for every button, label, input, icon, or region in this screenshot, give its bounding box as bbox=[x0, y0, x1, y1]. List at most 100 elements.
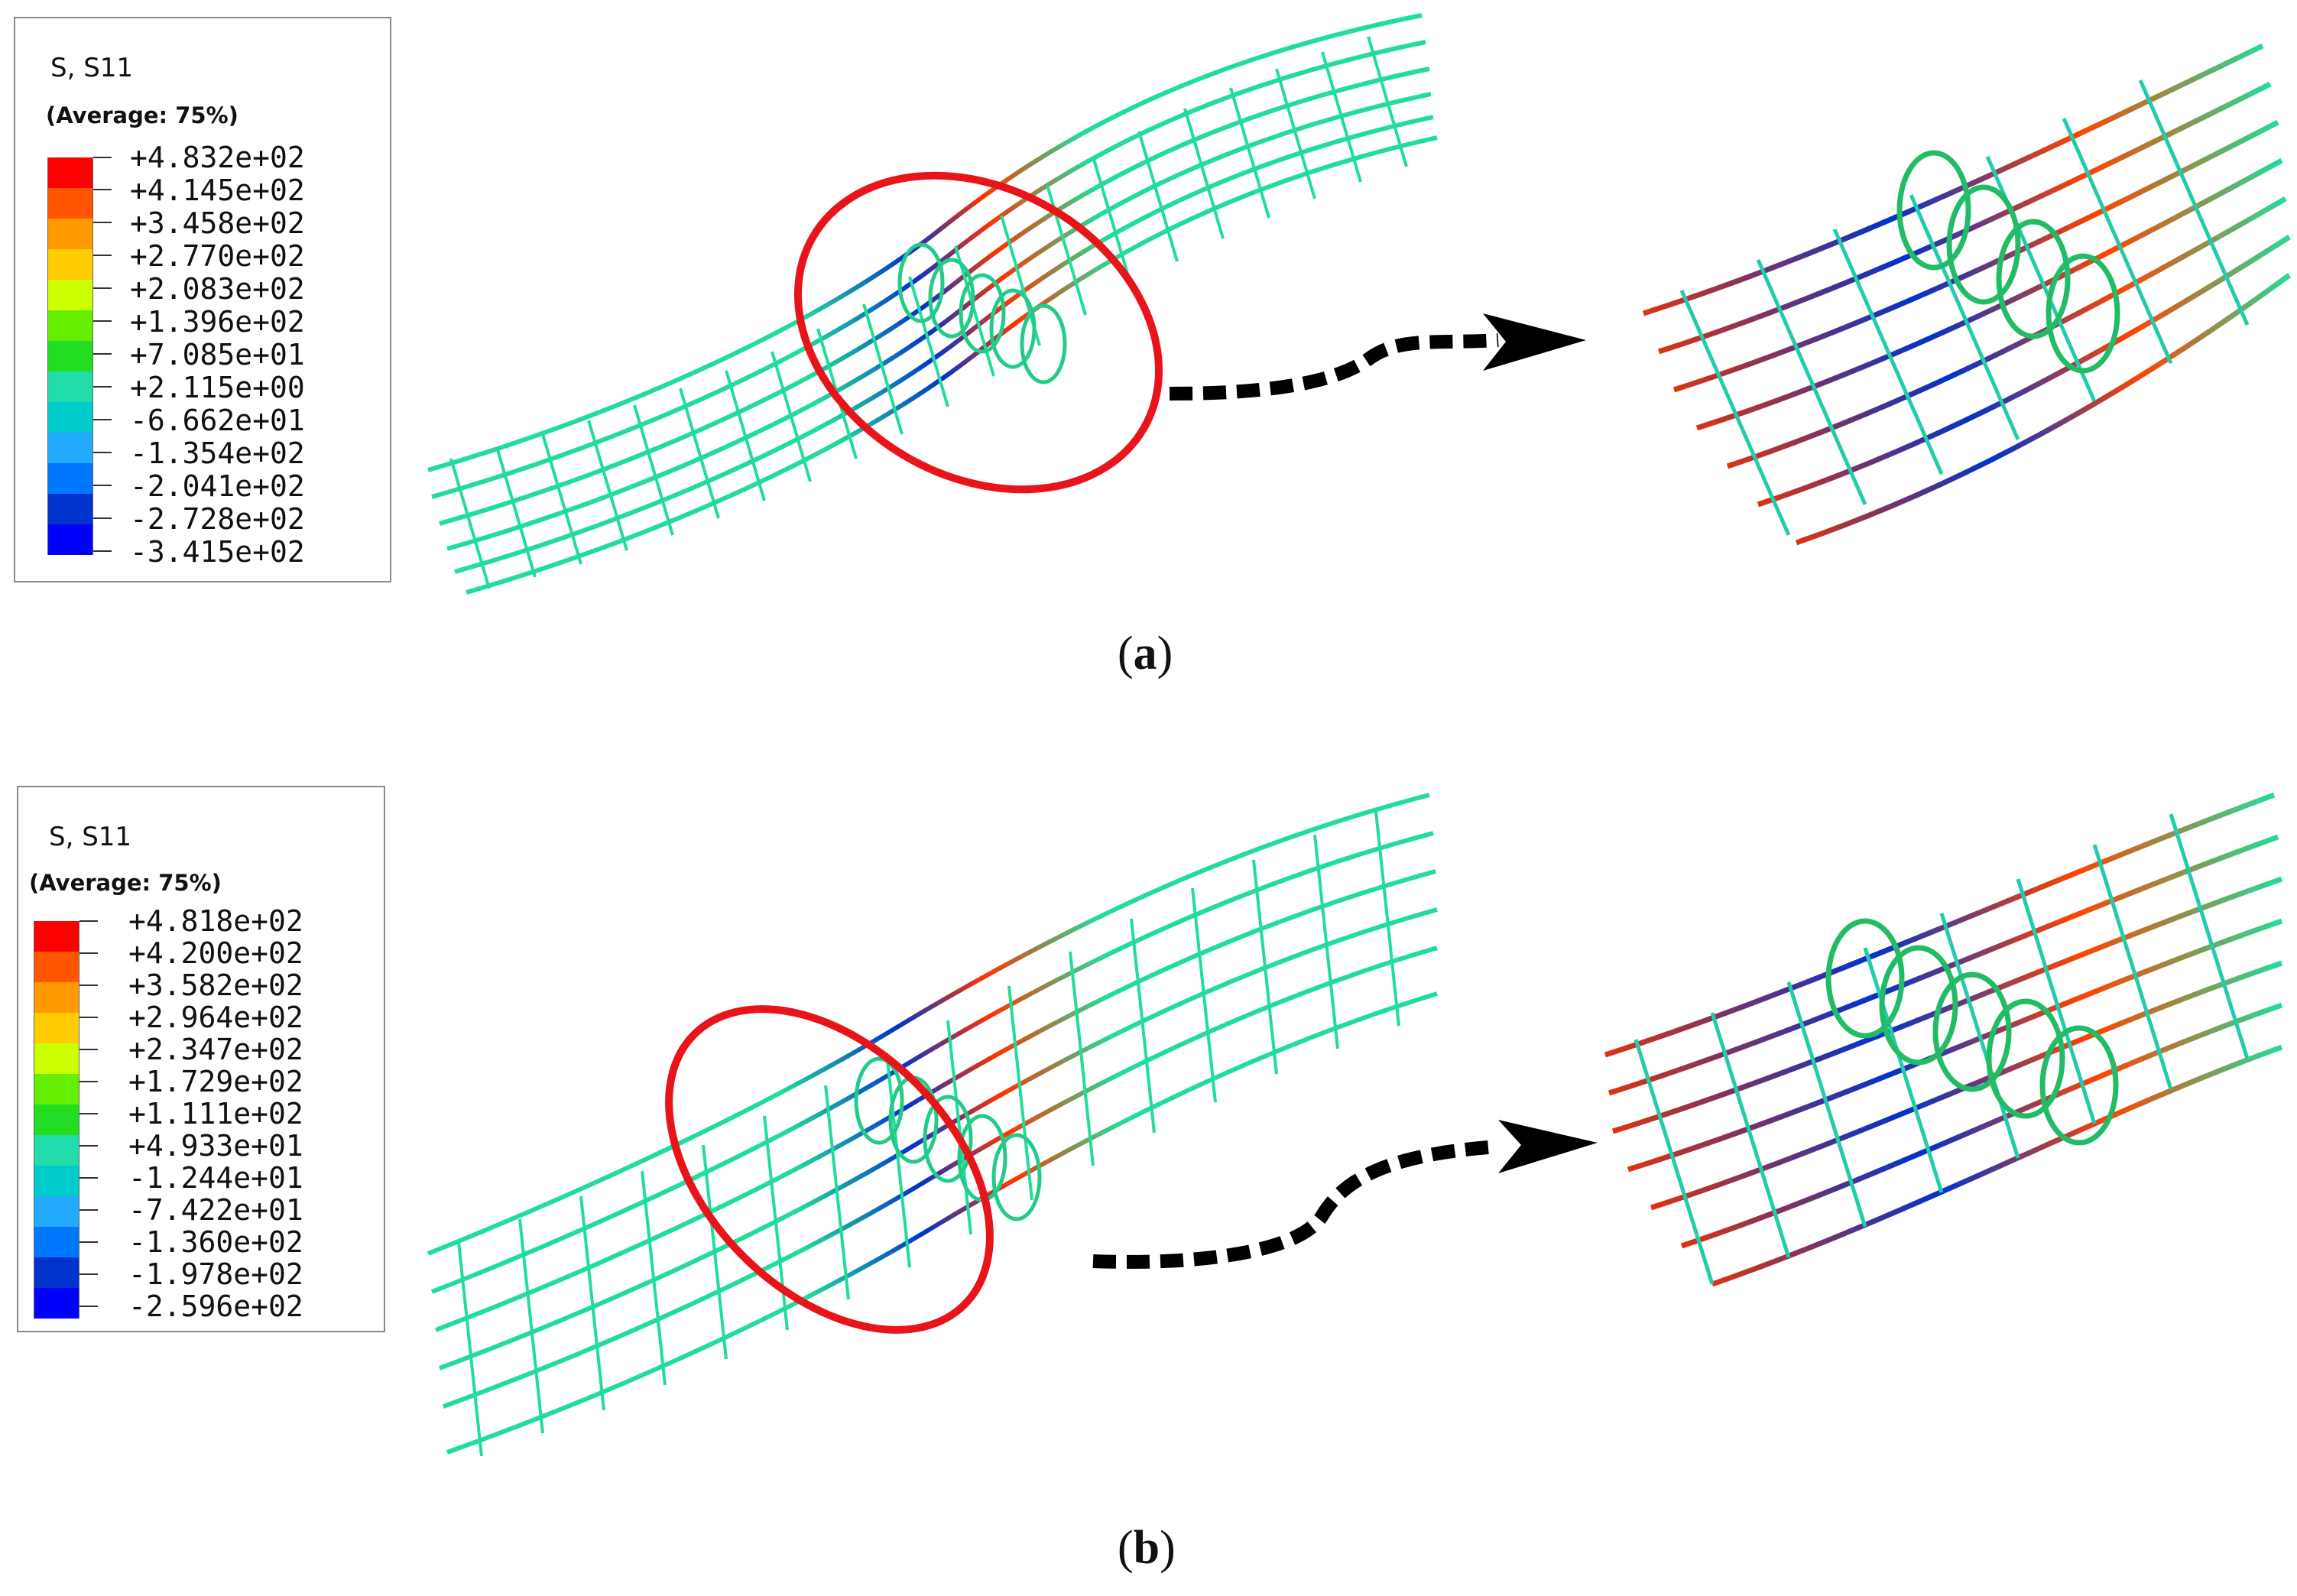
stirrup bbox=[1896, 150, 1971, 271]
stirrup bbox=[1879, 945, 1958, 1066]
legend-b-tick bbox=[79, 1209, 98, 1211]
legend-a-value: -2.728e+02 bbox=[130, 502, 305, 536]
rebar-transverse bbox=[1130, 918, 1156, 1134]
rebar-longitudinal bbox=[1695, 157, 2283, 431]
legend-b-tick bbox=[79, 1017, 98, 1018]
rebar-longitudinal bbox=[439, 66, 1430, 526]
legend-a-tick bbox=[93, 157, 112, 158]
legend-b-subtitle: (Average: 75%) bbox=[29, 870, 222, 896]
legend-a-value: +4.832e+02 bbox=[130, 141, 305, 174]
stirrup bbox=[1020, 303, 1067, 384]
rebar-transverse bbox=[1367, 36, 1408, 167]
rebar-transverse bbox=[1832, 228, 1944, 475]
legend-a-tick bbox=[93, 452, 112, 453]
stirrup bbox=[991, 1133, 1042, 1221]
rebar-transverse bbox=[1863, 947, 1944, 1193]
stirrup bbox=[989, 288, 1037, 369]
legend-a-value: +3.458e+02 bbox=[130, 206, 305, 240]
arrow-b bbox=[1092, 1120, 1598, 1269]
arrow-head bbox=[1498, 1120, 1598, 1173]
rebar-transverse bbox=[1634, 1039, 1715, 1285]
rebar-transverse bbox=[449, 458, 491, 589]
legend-b-tick bbox=[79, 920, 98, 922]
legend-a-tick bbox=[93, 386, 112, 388]
rebar-longitudinal bbox=[446, 991, 1438, 1455]
rebar-transverse bbox=[702, 1144, 728, 1360]
rebar-transverse bbox=[2138, 79, 2250, 326]
legend-a-swatch-2 bbox=[47, 188, 93, 219]
rebar-transverse bbox=[2062, 117, 2173, 365]
legend-a-value: -2.041e+02 bbox=[130, 469, 305, 503]
rebar-longitudinal bbox=[1642, 43, 2264, 316]
stirrup bbox=[1946, 184, 2021, 305]
rebar-transverse bbox=[1756, 258, 1867, 506]
legend-b-value: -2.596e+02 bbox=[128, 1289, 303, 1323]
legend-a-tick bbox=[93, 255, 112, 256]
rebar-longitudinal bbox=[1650, 960, 2283, 1211]
rebar-transverse bbox=[1007, 985, 1033, 1201]
legend-a-value: +2.083e+02 bbox=[130, 272, 305, 306]
dashed-arrow-shaft bbox=[1169, 333, 1499, 401]
legend-a-swatch-7 bbox=[47, 341, 93, 371]
legend-b-title: S, S11 bbox=[49, 822, 132, 852]
stirrup bbox=[854, 1056, 904, 1145]
stirrup bbox=[1986, 998, 2065, 1119]
rebar-transverse bbox=[641, 1170, 667, 1386]
arrow-head bbox=[1483, 313, 1586, 371]
rebar-transverse bbox=[1786, 981, 1867, 1228]
rebar-transverse bbox=[1275, 68, 1316, 200]
legend-a-tick bbox=[93, 287, 112, 289]
legend-b-colorbar bbox=[34, 921, 104, 1319]
rebar-longitudinal bbox=[1627, 918, 2283, 1173]
legend-b: S, S11 (Average: 75%) +4.818e+02 +4.200e… bbox=[17, 786, 385, 1332]
legend-b-swatch-8 bbox=[34, 1135, 79, 1166]
legend-a-swatch-11 bbox=[47, 463, 93, 494]
rebar-longitudinal bbox=[427, 793, 1430, 1256]
legend-b-swatch-6 bbox=[34, 1074, 79, 1105]
legend-a-swatch-10 bbox=[47, 433, 93, 463]
rebar-transverse bbox=[1069, 951, 1095, 1166]
legend-a-tick bbox=[93, 517, 112, 519]
legend-b-value: -1.360e+02 bbox=[128, 1225, 303, 1259]
legend-b-value: +3.582e+02 bbox=[128, 968, 303, 1002]
legend-b-value: -7.422e+01 bbox=[128, 1193, 303, 1227]
rebar-longitudinal bbox=[1672, 119, 2279, 393]
legend-a-tick bbox=[93, 353, 112, 355]
rebar-transverse bbox=[1092, 156, 1133, 287]
rebar-longitudinal bbox=[438, 907, 1438, 1371]
legend-a-value: -3.415e+02 bbox=[130, 535, 305, 569]
legend-a-swatch-13 bbox=[47, 524, 93, 555]
rebar-longitudinal bbox=[427, 13, 1423, 472]
legend-b-swatch-1 bbox=[34, 921, 79, 952]
rebar-transverse bbox=[908, 276, 949, 407]
legend-b-value: +4.818e+02 bbox=[128, 904, 303, 938]
stirrup bbox=[928, 258, 975, 339]
rebar-transverse bbox=[2092, 844, 2173, 1090]
legend-b-swatch-13 bbox=[34, 1288, 79, 1319]
legend-b-swatch-2 bbox=[34, 952, 79, 982]
legend-a-value: +7.085e+01 bbox=[130, 338, 305, 371]
rebar-transverse bbox=[1679, 289, 1791, 537]
rebar-transverse bbox=[885, 1053, 911, 1268]
legend-a-value: +2.770e+02 bbox=[130, 239, 305, 273]
rebar-longitudinal bbox=[1611, 876, 2283, 1134]
stirrup bbox=[959, 273, 1006, 354]
legend-b-value: +4.200e+02 bbox=[128, 936, 303, 970]
rebar-transverse bbox=[1939, 913, 2020, 1159]
legend-a-tick bbox=[93, 419, 112, 420]
rebar-transverse bbox=[1710, 1012, 1791, 1258]
legend-b-swatch-4 bbox=[34, 1013, 79, 1043]
legend-a-tick bbox=[93, 320, 112, 322]
subfigure-label-a: (a) bbox=[1118, 628, 1173, 680]
legend-a-value: +1.396e+02 bbox=[130, 305, 305, 339]
legend-a-value: +2.115e+00 bbox=[130, 371, 305, 404]
legend-b-swatch-5 bbox=[34, 1043, 79, 1074]
legend-b-swatch-7 bbox=[34, 1105, 79, 1135]
rebar-longitudinal bbox=[1604, 792, 2276, 1058]
stirrup bbox=[1996, 219, 2071, 339]
zoom-view-a bbox=[1642, 43, 2292, 546]
rebar-transverse bbox=[946, 1020, 972, 1235]
stirrup bbox=[923, 1095, 973, 1183]
rebar-transverse bbox=[954, 245, 995, 377]
